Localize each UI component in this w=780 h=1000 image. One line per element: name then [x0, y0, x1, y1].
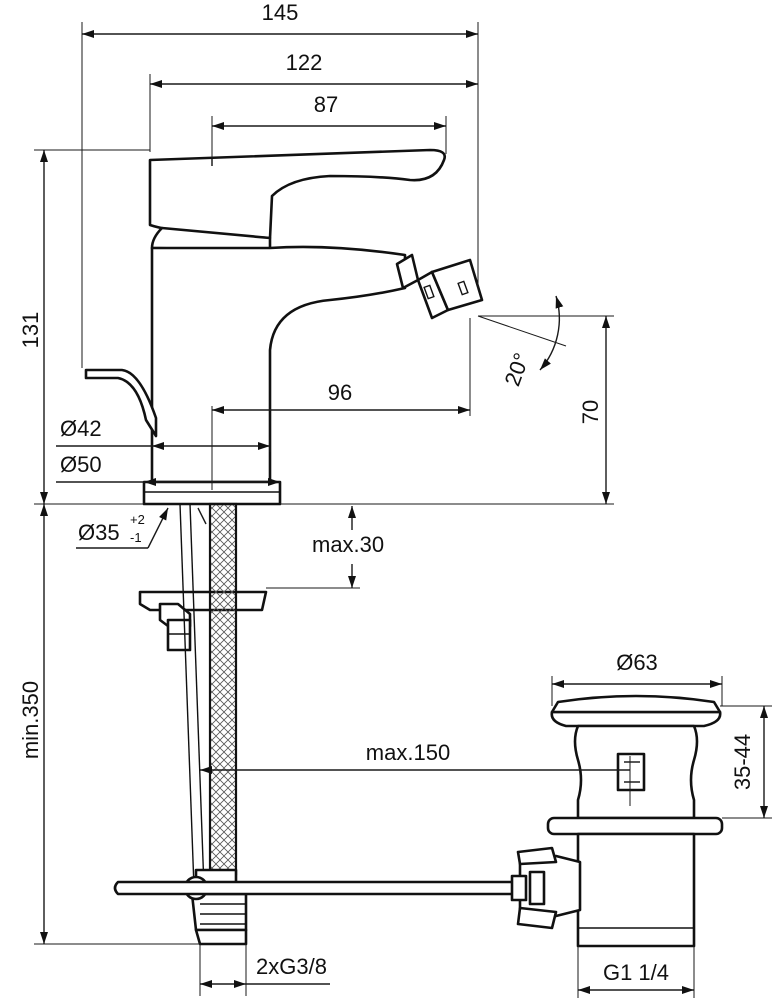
dimension-max30: max.30 — [266, 506, 384, 589]
dimension-angle: 20° — [477, 295, 567, 390]
dimension-35-44: 35-44 — [720, 705, 772, 819]
dimension-70: 70 — [280, 315, 614, 505]
dimension-min350: min.350 — [18, 504, 200, 945]
waste-nut — [546, 816, 724, 836]
pop-up-rod — [113, 880, 522, 896]
dimension-96: 96 — [212, 318, 471, 416]
pop-up-lever — [84, 368, 158, 438]
dimension-87: 87 — [211, 92, 447, 158]
dim-label-tol-minus: -1 — [130, 530, 142, 545]
dim-label-tol-plus: +2 — [130, 512, 145, 527]
dim-label-g38: 2xG3/8 — [256, 954, 327, 979]
dimension-max150: max.150 — [200, 740, 631, 806]
waste-assembly — [510, 694, 724, 948]
dimension-145: 145 — [81, 0, 479, 368]
dim-label-96: 96 — [328, 380, 352, 405]
dimension-d50: Ø50 — [56, 452, 280, 486]
lever-handle — [148, 148, 446, 240]
dim-label-70: 70 — [578, 400, 603, 424]
waste-flange — [550, 710, 722, 728]
dim-label-d63: Ø63 — [616, 650, 658, 675]
dim-label-d42: Ø42 — [60, 416, 102, 441]
dimension-122: 122 — [149, 50, 478, 152]
dim-label-angle: 20° — [500, 350, 535, 390]
dim-label-g114: G1 1/4 — [603, 960, 669, 985]
dim-label-min350: min.350 — [18, 681, 43, 759]
dim-label-d35: Ø35 — [78, 520, 120, 545]
dim-label-122: 122 — [286, 50, 323, 75]
dim-label-max150: max.150 — [366, 740, 450, 765]
dim-label-max30: max.30 — [312, 532, 384, 557]
dim-label-145: 145 — [262, 0, 299, 25]
bidet-nozzle — [395, 253, 484, 320]
dim-label-87: 87 — [314, 92, 338, 117]
dimension-d63: Ø63 — [551, 650, 723, 706]
mixer-body — [84, 148, 484, 889]
dimension-131: 131 — [18, 149, 150, 505]
dimension-d42: Ø42 — [56, 406, 271, 490]
dimension-d35: Ø35 +2 -1 — [76, 507, 207, 549]
fixing-bracket — [138, 590, 268, 652]
dimension-g38: 2xG3/8 — [199, 944, 330, 996]
dimension-g114: G1 1/4 — [577, 946, 695, 998]
dim-label-35-44: 35-44 — [730, 734, 755, 790]
dim-label-131: 131 — [18, 312, 43, 349]
dim-label-d50: Ø50 — [60, 452, 102, 477]
supply-hose — [183, 502, 248, 946]
mixer-spout-body — [150, 245, 407, 484]
